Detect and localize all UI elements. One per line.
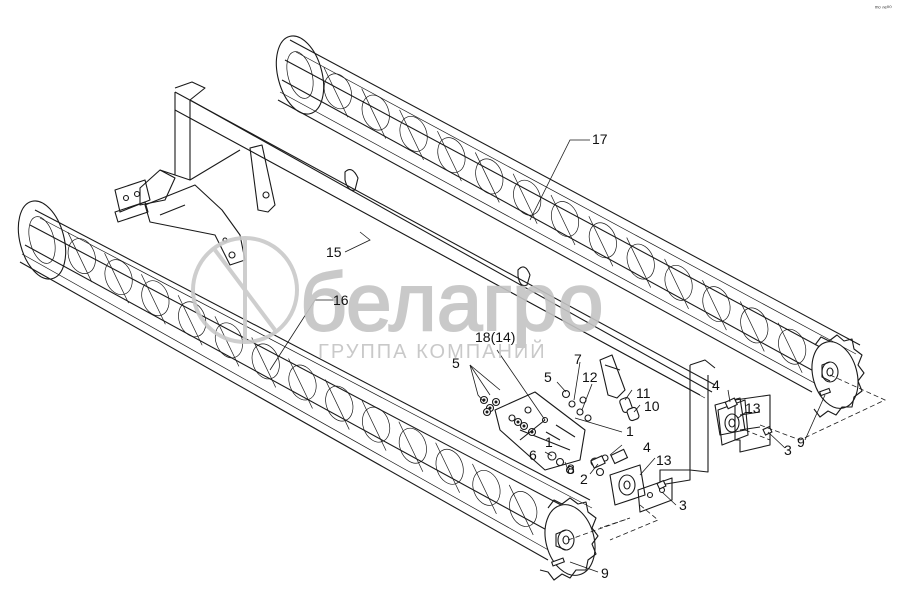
- corner-mark: ᵐᵒ ⁿᵉ⁰⁰: [875, 5, 892, 12]
- front-roller: [17, 200, 599, 581]
- callout-18-14: 18(14): [475, 329, 515, 345]
- callout-13-right: 13: [745, 400, 761, 416]
- callout-10: 10: [644, 398, 660, 414]
- callout-1-upper: 1: [626, 423, 634, 439]
- callout-8: 8: [567, 461, 575, 477]
- callout-1-lower: 1: [545, 434, 553, 450]
- callout-4-right: 4: [712, 377, 720, 393]
- callout-3-lower: 3: [679, 497, 687, 513]
- rear-roller: [275, 35, 865, 418]
- callout-9-right: 9: [797, 434, 805, 450]
- callout-17: 17: [592, 131, 608, 147]
- assembly-axes: [567, 374, 886, 541]
- callout-16: 16: [333, 292, 349, 308]
- callout-4-lower: 4: [643, 439, 651, 455]
- callout-12: 12: [582, 369, 598, 385]
- callout-11: 11: [636, 385, 651, 401]
- callout-5-upper: 5: [544, 369, 552, 385]
- watermark: белагро ГРУППА КОМПАНИЙ: [191, 236, 605, 363]
- callout-9-lower: 9: [601, 565, 609, 581]
- callout-3-right: 3: [784, 442, 792, 458]
- callout-5-left: 5: [452, 355, 460, 371]
- leader-lines: [269, 139, 826, 573]
- callout-6: 6: [529, 447, 537, 463]
- callout-15: 15: [326, 244, 342, 260]
- callout-labels: 17 15 16 18(14) 5 5 7 12 11 10 4 13 3 9 …: [326, 131, 805, 581]
- callout-13-lower: 13: [656, 452, 672, 468]
- watermark-brand: белагро: [300, 257, 604, 348]
- callout-7: 7: [574, 351, 582, 367]
- callout-2: 2: [580, 471, 588, 487]
- watermark-tagline: ГРУППА КОМПАНИЙ: [318, 339, 547, 363]
- front-bearing-assembly: [479, 389, 773, 513]
